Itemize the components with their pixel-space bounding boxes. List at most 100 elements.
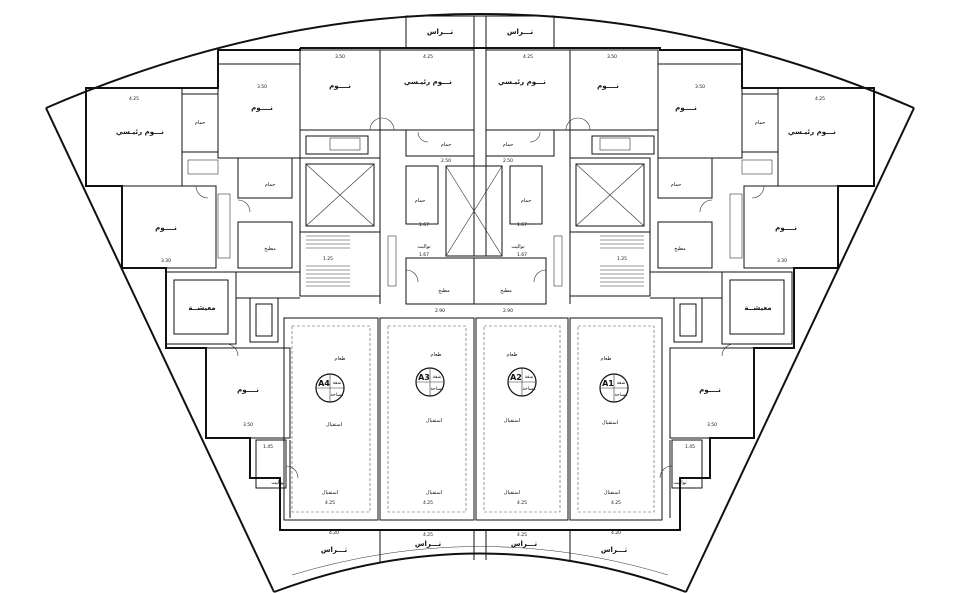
door-swings-top: [369, 117, 591, 143]
room-label-reception: استقبال: [604, 490, 620, 496]
top-terraces: تـــراس تـــراس: [405, 15, 555, 49]
counter: [553, 235, 563, 287]
kitchen-left: [237, 221, 293, 269]
unit-area: مساحة: [523, 387, 537, 392]
kitchen-a2: [473, 257, 547, 305]
room-label-toilet: تواليت: [271, 480, 285, 486]
unit-marker-a1: A1 شقة مساحة: [599, 373, 629, 403]
room-label-bedroom: نــــوم: [251, 104, 273, 112]
living-left: [165, 271, 237, 345]
dimension: 1.67: [419, 222, 429, 228]
dimension: 3.50: [243, 422, 253, 428]
room-label-kitchen: مطبخ: [674, 246, 686, 252]
stair-left: 1.25: [299, 231, 381, 297]
master-bedroom-a2: [485, 49, 571, 131]
dimension: 2.50: [503, 158, 513, 164]
unit-id: A4: [318, 379, 330, 388]
bedroom-right-mid: [743, 185, 839, 269]
terrace-label: تـــراس: [321, 546, 348, 554]
dimension: 3.50: [257, 84, 267, 90]
basin: [599, 137, 631, 151]
unit-type: شقة: [617, 381, 626, 386]
dimension: 1.67: [517, 252, 527, 258]
middle-services: حمام حمام مطبخ مطبخ حمام حمام 1.67 1.67 …: [237, 157, 713, 314]
stair-right: 1.25: [569, 231, 651, 297]
room-label-bedroom: نــــوم: [237, 386, 259, 394]
left-master-bedroom: [85, 87, 183, 187]
lift-shaft-right: [575, 163, 645, 227]
dimension: 4.25: [815, 96, 825, 102]
dimension: 4.25: [325, 500, 335, 506]
stair-enclosure: [299, 231, 381, 297]
room-label-dining: طعام: [430, 352, 441, 358]
dimension: 4.20: [611, 530, 621, 536]
unit-marker-a4: A4 شقة مساحة: [315, 373, 345, 403]
kitchen-right: [657, 221, 713, 269]
dimension: 3.50: [695, 84, 705, 90]
door-swing: [699, 199, 713, 213]
right-master-bedroom: [777, 87, 875, 187]
room-label-living: معيشــة: [188, 304, 215, 312]
unit-type: شقة: [433, 375, 442, 380]
strip-a1-inner: [577, 325, 655, 513]
unit-markers: A4 شقة مساحة A3 شقة مساحة A2 شقة مساحة A…: [315, 367, 629, 403]
kitchen-a3: [405, 257, 475, 305]
dimension: 2.90: [435, 308, 445, 314]
bathroom-right-mid: [657, 157, 713, 199]
terrace-label: تـــراس: [511, 540, 538, 548]
unit-area: مساحة: [431, 387, 445, 392]
room-label-toilet: تواليت: [511, 244, 525, 250]
room-label-reception: استقبال: [326, 422, 342, 428]
right-boundary-line: [685, 107, 915, 593]
terrace-label: تـــراس: [427, 28, 454, 36]
dimension: 2.50: [441, 158, 451, 164]
dimension: 1.67: [419, 252, 429, 258]
room-label-bedroom: نــــوم: [155, 224, 177, 232]
partitions: [187, 48, 773, 518]
strip-a3: [379, 317, 475, 521]
unit-type: شقة: [525, 375, 534, 380]
dimension: 4.25: [611, 500, 621, 506]
living-right-inner: [729, 279, 785, 335]
vanity-right: [741, 159, 773, 175]
bedroom-a1-upper: [569, 49, 659, 131]
shaft-small: [673, 297, 703, 343]
room-label-reception: استقبال: [426, 490, 442, 496]
outer-top-arc: [45, 13, 915, 109]
room-label-bathroom: حمام: [195, 120, 206, 126]
room-label-toilet: تواليت: [417, 244, 431, 250]
shaft-cross: [575, 163, 645, 227]
dimension: 4.25: [423, 500, 433, 506]
strip-a4: [283, 317, 379, 521]
dimension: 4.25: [129, 96, 139, 102]
door-swing: [417, 131, 429, 143]
strip-a4-inner: [291, 325, 371, 513]
dimension: 4.25: [517, 532, 527, 538]
dimension: 4.25: [523, 54, 533, 60]
door-swing: [405, 269, 419, 283]
door-swing: [721, 343, 735, 357]
room-label-dining: طعام: [600, 356, 611, 362]
stair-enclosure: [569, 231, 651, 297]
room-label-dining: طعام: [334, 356, 345, 362]
upper-bedrooms: نــــوم نـــوم رئيـسي نـــوم رئيـسي نـــ…: [116, 49, 836, 159]
room-label-reception: استقبال: [504, 490, 520, 496]
unit-marker-a2: A2 شقة مساحة: [507, 367, 537, 397]
bedroom-left-low: [205, 347, 291, 439]
room-label-bedroom: نــــوم: [675, 104, 697, 112]
shaft-small-inner: [255, 303, 273, 337]
strip-a2: [475, 317, 569, 521]
dimension: 2.90: [503, 308, 513, 314]
unit-id: A1: [602, 379, 614, 388]
door-swing: [285, 465, 299, 479]
terrace-top-left: [405, 15, 475, 49]
wardrobe-right: [729, 193, 743, 259]
basin: [329, 137, 361, 151]
terrace-label: تـــراس: [601, 546, 628, 554]
unit-marker-a3: A3 شقة مساحة: [415, 367, 445, 397]
room-label-bathroom: حمام: [503, 142, 514, 148]
door-swing: [529, 131, 541, 143]
unit-id: A3: [418, 373, 430, 382]
living-left-inner: [173, 279, 229, 335]
unit-area: مساحة: [615, 393, 629, 398]
